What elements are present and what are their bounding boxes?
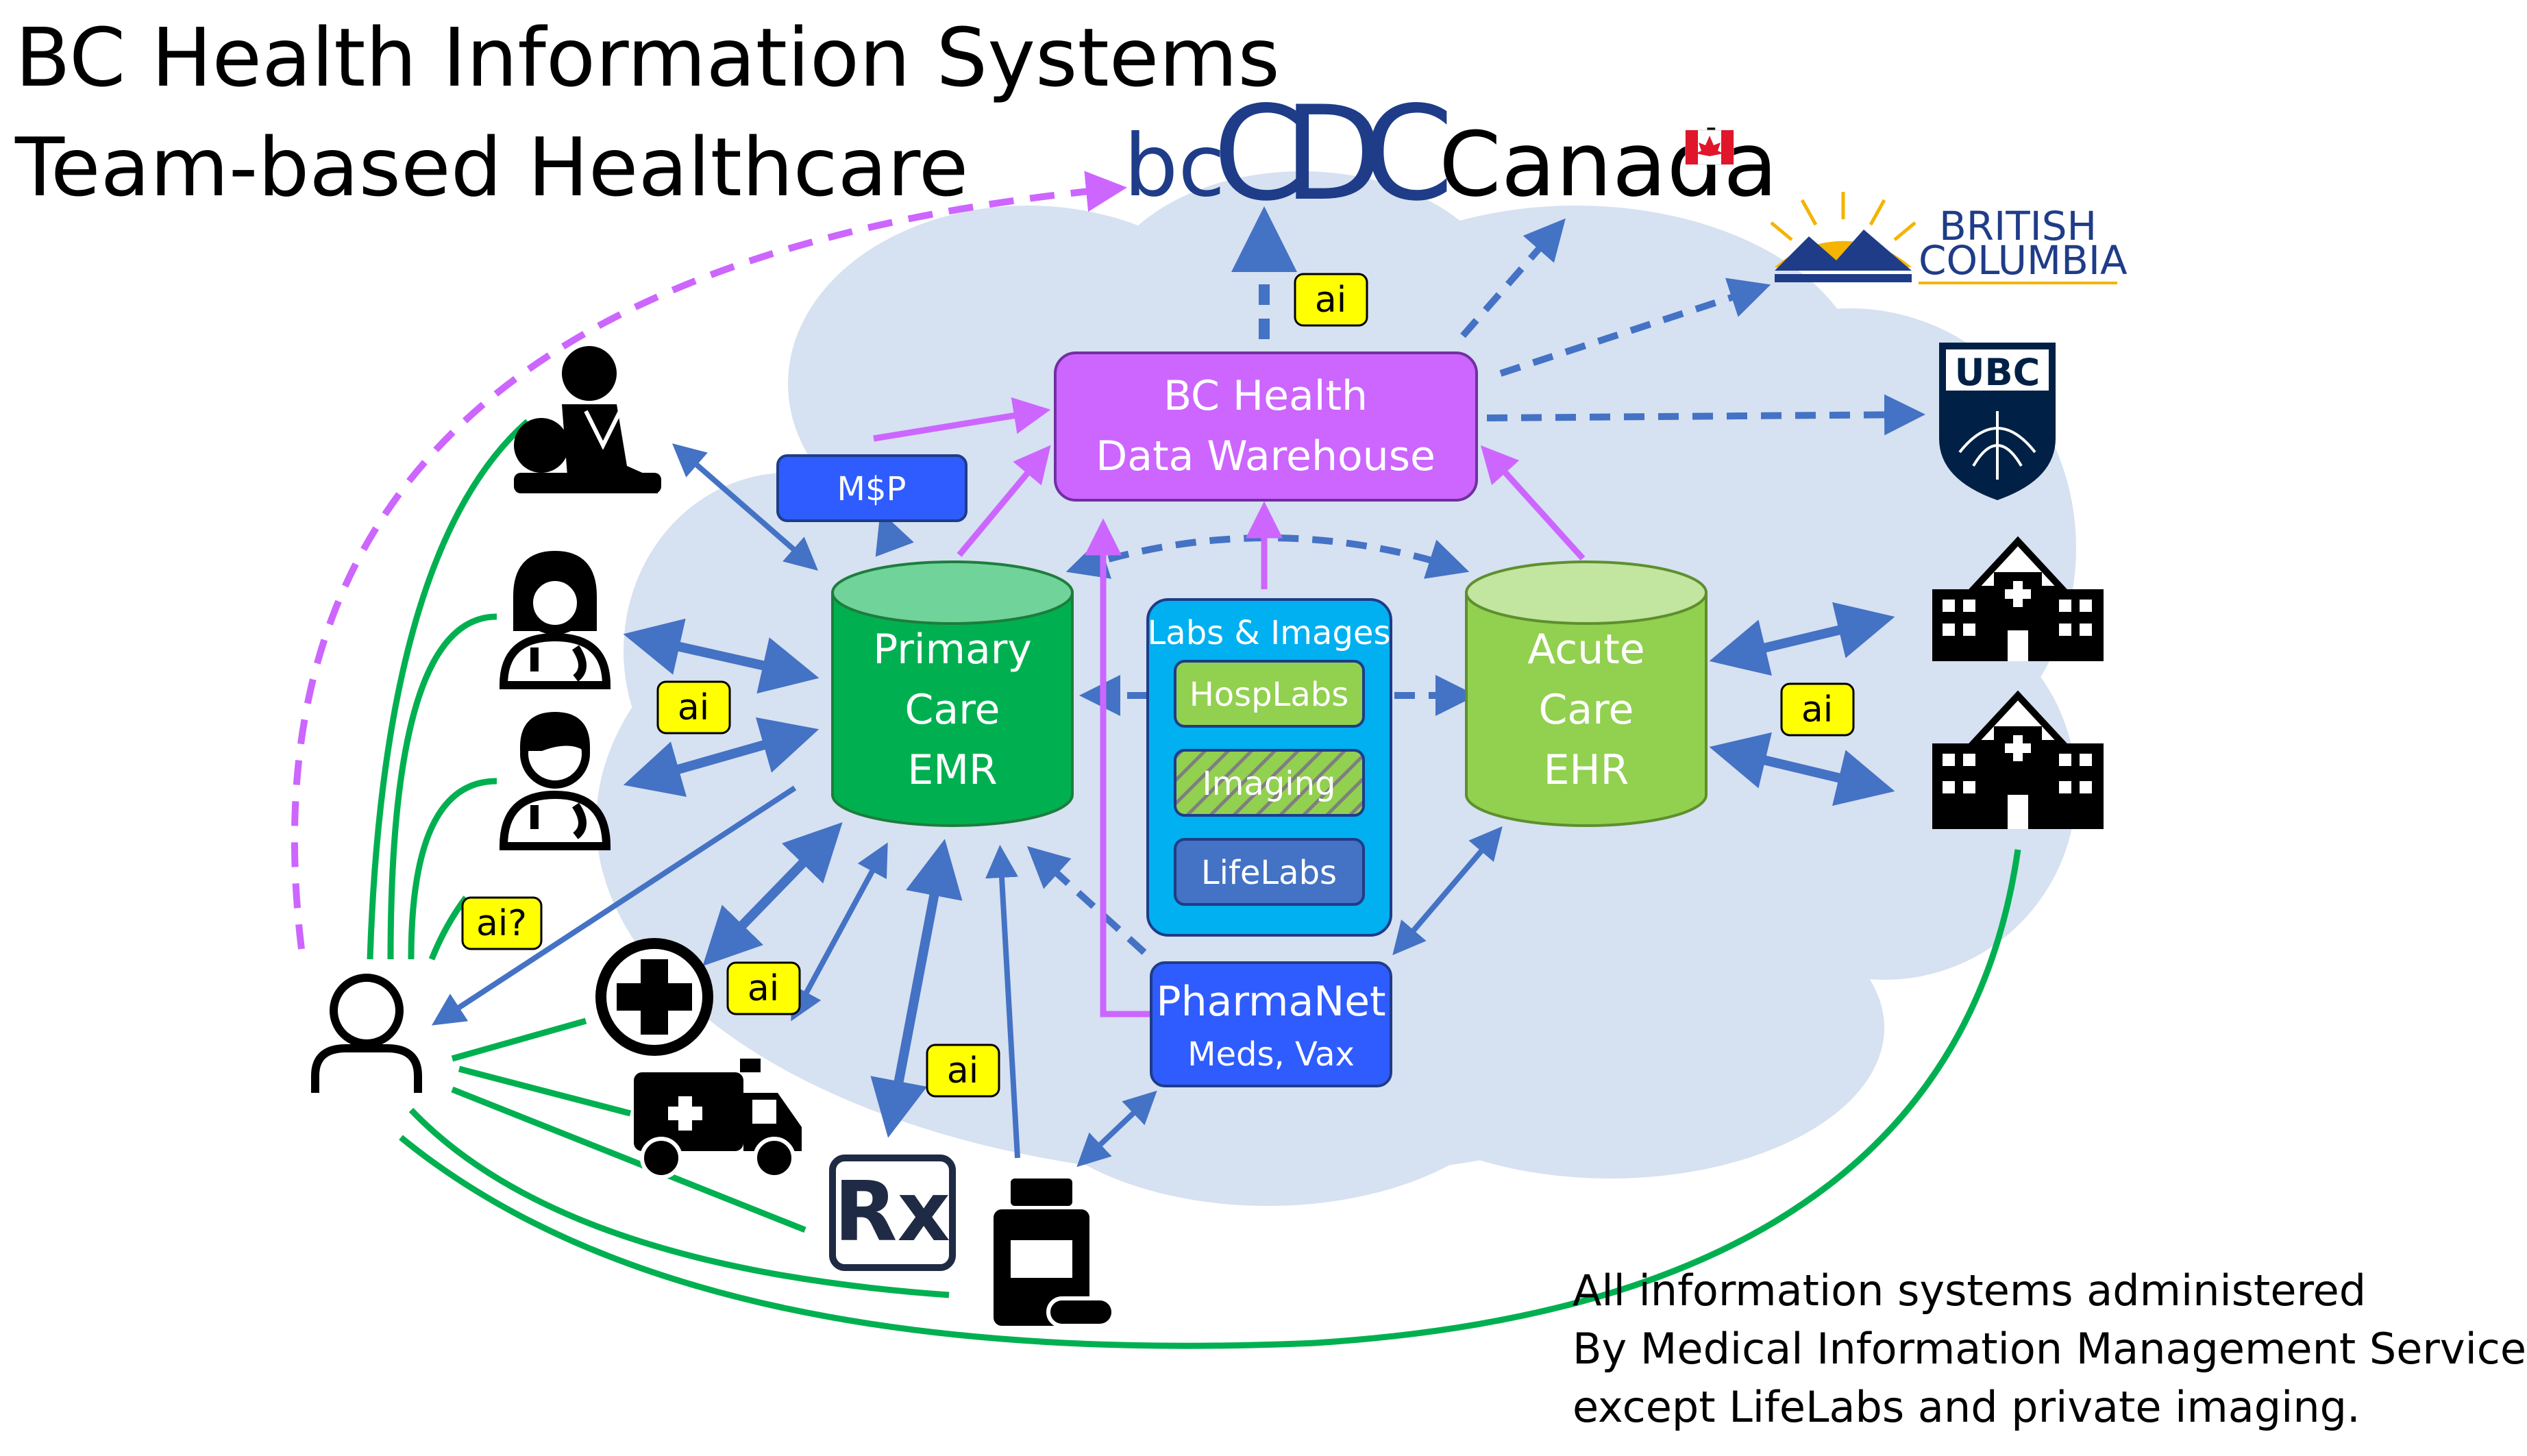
prescription-rx-icon: Rx <box>829 1155 956 1271</box>
magenta-arrows <box>873 397 1586 1017</box>
pharmanet-label-line-1: PharmaNet <box>1156 978 1385 1026</box>
warehouse-label-line-2: Data Warehouse <box>1096 432 1435 480</box>
cpr-responder-icon <box>514 346 661 493</box>
ubc-logo: UBC <box>1939 343 2056 500</box>
footnote-line-2: By Medical Information Management Servic… <box>1573 1324 2527 1374</box>
svg-text:ai: ai <box>1801 689 1833 730</box>
british-columbia-logo: BRITISH COLUMBIA <box>1770 192 2128 284</box>
footnote-line-3: except LifeLabs and private imaging. <box>1573 1382 2360 1432</box>
doctor-female-icon <box>499 550 611 689</box>
pharmanet-node[interactable]: PharmaNet Meds, Vax <box>1150 961 1392 1087</box>
svg-text:ai?: ai? <box>476 903 527 944</box>
hosplabs-label: HospLabs <box>1189 676 1349 714</box>
primary-label-line-3: EMR <box>907 746 997 794</box>
ubc-logo-text: UBC <box>1955 351 2041 394</box>
svg-text:ai: ai <box>1315 280 1346 321</box>
hosplabs-node[interactable]: HospLabs <box>1174 660 1365 728</box>
data-warehouse-node[interactable]: BC Health Data Warehouse <box>1054 351 1478 502</box>
ai-badge-warehouse: ai <box>1294 273 1368 327</box>
acute-care-ehr-node[interactable]: Acute Care EHR <box>1465 560 1708 827</box>
ai-badge-pharmacy: ai <box>926 1044 1000 1098</box>
acute-label-line-1: Acute <box>1527 626 1644 674</box>
primary-label-line-1: Primary <box>873 626 1032 674</box>
pharmanet-label-line-2: Meds, Vax <box>1187 1035 1355 1074</box>
bccdc-logo: bc CDC <box>1124 78 1468 230</box>
bccdc-bc-text: bc <box>1124 116 1225 216</box>
clinic-cross-icon <box>595 938 713 1056</box>
blue-arrows <box>431 443 1895 1168</box>
ai-badge-clinic: ai <box>726 961 801 1015</box>
footnote-line-1: All information systems administered <box>1573 1266 2366 1316</box>
svg-text:ai: ai <box>748 968 779 1009</box>
canada-logo: Canada <box>1439 112 1778 217</box>
svg-text:Rx: Rx <box>834 1165 950 1260</box>
labs-title: Labs & Images <box>1148 614 1391 652</box>
svg-text:ai: ai <box>947 1050 978 1091</box>
ai-badge-patient: ai? <box>461 896 543 950</box>
msp-node[interactable]: M$P <box>776 454 967 522</box>
warehouse-label-line-1: BC Health <box>1163 372 1368 420</box>
blue-dashed-arrows <box>875 206 1925 955</box>
svg-text:ai: ai <box>678 687 709 728</box>
ai-badge-clinicians: ai <box>656 680 731 735</box>
patient-user-icon <box>311 974 422 1093</box>
pill-bottle-icon <box>994 1179 1115 1328</box>
ai-badge-hospitals: ai <box>1780 682 1855 737</box>
ambulance-icon <box>634 1059 802 1179</box>
bccdc-cdc-text: CDC <box>1213 78 1447 230</box>
bc-sunset-icon <box>1770 192 1916 282</box>
hospital-icon-bottom <box>1932 690 2104 829</box>
lifelabs-label: LifeLabs <box>1201 854 1337 892</box>
msp-label: M$P <box>837 470 907 508</box>
imaging-label: Imaging <box>1202 765 1335 803</box>
title-line-2: Team-based Healthcare <box>14 120 968 214</box>
acute-label-line-2: Care <box>1539 686 1634 734</box>
primary-label-line-2: Care <box>905 686 1000 734</box>
acute-label-line-3: EHR <box>1544 746 1629 794</box>
bc-logo-line-1: BRITISH <box>1939 203 2097 249</box>
bc-logo-line-2: COLUMBIA <box>1919 237 2128 284</box>
lifelabs-node[interactable]: LifeLabs <box>1174 838 1365 906</box>
primary-care-emr-node[interactable]: Primary Care EMR <box>831 560 1074 827</box>
hospital-icon-top <box>1932 536 2104 661</box>
imaging-node[interactable]: Imaging <box>1174 749 1365 817</box>
labs-images-group[interactable]: Labs & Images HospLabs Imaging LifeLabs <box>1146 598 1392 937</box>
doctor-male-icon <box>499 711 611 850</box>
patient-connection-lines <box>367 419 2021 1349</box>
title-line-1: BC Health Information Systems <box>15 10 1280 105</box>
canada-flag-icon <box>1685 129 1734 165</box>
